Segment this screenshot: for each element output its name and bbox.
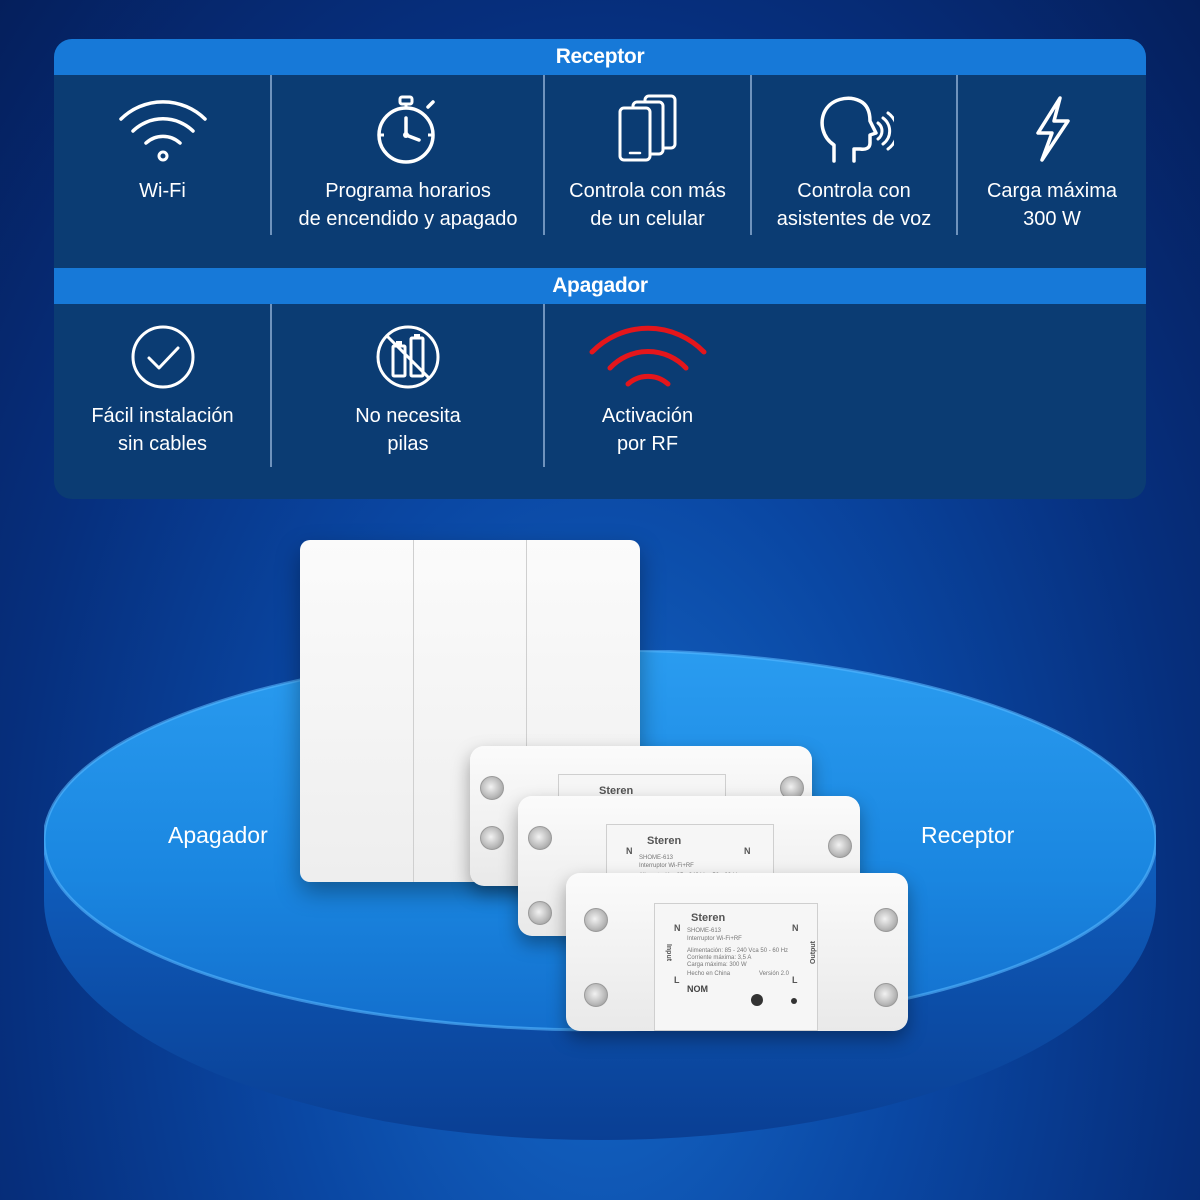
terminal-screw [480,826,504,850]
feature-label: Carga máxima 300 W [986,180,1118,230]
stopwatch-icon [377,95,435,164]
feature-label: Controla con asistentes de voz [776,180,932,230]
pin-l-right: L [792,975,798,985]
module-spec: Carga máxima: 300 W [687,962,747,968]
lightning-bolt-icon [1036,96,1070,162]
divider [543,304,545,467]
divider [750,75,752,235]
terminal-screw [874,983,898,1007]
feature-label: No necesita pilas [355,405,461,455]
module-version: Versión 2.0 [759,971,790,977]
multiple-phones-icon [618,94,676,162]
input-label: Input [665,943,673,962]
check-circle-icon [131,325,194,389]
rf-signal-icon [589,325,706,387]
feature-label: Activación por RF [601,405,694,455]
no-batteries-icon [376,325,440,389]
feature-easy-install: Fácil instalación sin cables [54,304,271,499]
feature-rf: Activación por RF [545,304,750,499]
module-brand: Steren [647,835,682,847]
module-name: Interruptor Wi-Fi+RF [639,863,694,869]
feature-wifi: Wi-Fi [54,75,271,268]
feature-max-load: Carga máxima 300 W [958,75,1146,268]
feature-label: Controla con más de un celular [569,180,726,230]
receptor-label: Receptor [921,822,1015,848]
pin-n-left: N [674,923,681,933]
feature-multi-phone: Controla con más de un celular [545,75,750,268]
module-name: Interruptor Wi-Fi+RF [687,936,742,942]
feature-label: Programa horarios de encendido y apagado [298,180,518,230]
switch-rocker-middle [413,540,527,882]
wifi-icon [118,100,207,162]
apagador-band-title: Apagador [54,268,1146,304]
switch-rocker-left [300,540,414,882]
voice-assistant-icon [820,96,894,163]
pairing-button [751,994,763,1006]
terminal-screw [874,908,898,932]
pin-n-right: N [744,846,751,856]
pin-l-left: L [674,975,680,985]
terminal-screw [584,908,608,932]
module-model: SHOME-613 [687,928,722,934]
receiver-module-front: Steren SHOME-613 Interruptor Wi-Fi+RF Al… [566,873,908,1031]
divider [270,304,272,467]
module-brand: Steren [691,912,726,924]
apagador-label: Apagador [168,822,268,848]
feature-label: Wi-Fi [139,180,186,202]
divider [956,75,958,235]
module-spec: Corriente máxima: 3,5 A [687,955,752,961]
divider [270,75,272,235]
feature-no-batteries: No necesita pilas [272,304,544,499]
feature-label: Fácil instalación sin cables [91,405,234,455]
terminal-screw [480,776,504,800]
module-brand: Steren [599,785,634,797]
terminal-screw [584,983,608,1007]
receptor-band-title: Receptor [54,39,1146,75]
module-label-face: Steren SHOME-613 Interruptor Wi-Fi+RF Al… [654,903,818,1031]
pin-n-left: N [626,846,633,856]
status-led [791,998,797,1004]
output-label: Output [809,941,817,964]
feature-voice: Controla con asistentes de voz [752,75,956,268]
features-panel: Receptor Wi-Fi Programa horarios de ence… [54,39,1146,499]
pin-n-right: N [792,923,799,933]
module-model: SHOME-613 [639,855,674,861]
module-origin: Hecho en China [687,971,731,977]
nom-mark: NOM [687,984,708,994]
terminal-screw [528,826,552,850]
terminal-screw [828,834,852,858]
divider [543,75,545,235]
module-spec: Alimentación: 85 - 240 Vca 50 - 60 Hz [687,948,789,954]
terminal-screw [528,901,552,925]
feature-schedule: Programa horarios de encendido y apagado [272,75,544,268]
